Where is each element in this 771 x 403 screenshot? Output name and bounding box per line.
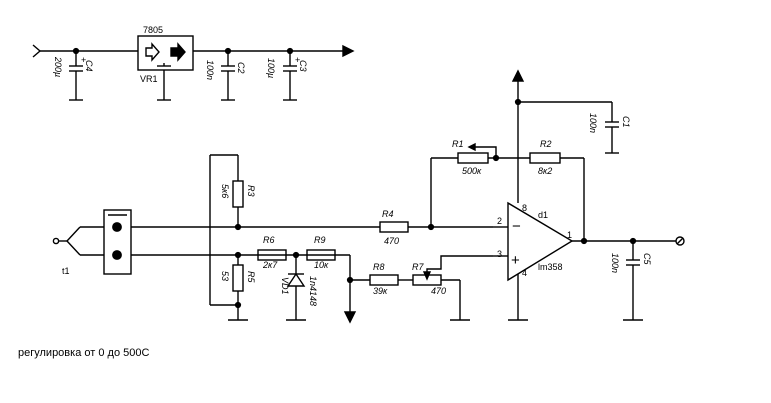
power-rail bbox=[32, 44, 355, 58]
divider-output bbox=[343, 255, 357, 324]
svg-text:+: + bbox=[295, 55, 300, 65]
c5-ref: C5 bbox=[642, 253, 652, 265]
c3-ref: C3 bbox=[298, 60, 308, 72]
r3-ref: R3 bbox=[246, 185, 256, 197]
opamp-supply: C1 100n bbox=[511, 69, 631, 203]
opamp-pin-gnd: 4 bbox=[522, 268, 527, 278]
r1-value: 500к bbox=[462, 166, 482, 176]
svg-text:+: + bbox=[511, 252, 520, 269]
capacitor-c2: C2 100n bbox=[205, 47, 246, 101]
c5-value: 100n bbox=[610, 253, 620, 273]
caption-text: регулировка от 0 до 500С bbox=[18, 347, 150, 359]
r2-ref: R2 bbox=[540, 139, 552, 149]
c3-value: 100µ bbox=[266, 58, 276, 78]
c1-ref: C1 bbox=[621, 116, 631, 128]
capacitor-c3: + C3 100µ bbox=[266, 47, 308, 101]
regulator-ref: VR1 bbox=[140, 74, 158, 84]
r4-ref: R4 bbox=[382, 209, 394, 219]
opamp-d1: − + d1 lm358 8 2 3 1 4 bbox=[493, 201, 574, 321]
terminal-block bbox=[103, 209, 132, 275]
opamp-pin-vcc: 8 bbox=[522, 203, 527, 213]
svg-text:+: + bbox=[81, 55, 86, 65]
opamp-pin-plus: 3 bbox=[497, 249, 502, 259]
divider-r6-r9: R6 2к7 R9 10к bbox=[257, 235, 336, 270]
c4-value: 200µ bbox=[53, 56, 63, 77]
r3-value: 5к6 bbox=[220, 184, 230, 198]
r6-value: 2к7 bbox=[262, 260, 278, 270]
regulator-vr1: 7805 VR1 bbox=[137, 25, 194, 101]
bridge-r3-r5: R3 5к6 R5 53 bbox=[131, 154, 380, 321]
r5-ref: R5 bbox=[246, 271, 256, 283]
c1-value: 100n bbox=[588, 113, 598, 133]
vd1-ref: VD1 bbox=[280, 277, 290, 295]
thermocouple-ref: t1 bbox=[62, 266, 70, 276]
r8-ref: R8 bbox=[373, 262, 385, 272]
minus-input-network: R4 470 bbox=[379, 209, 493, 246]
vd1-value: 1n4148 bbox=[308, 276, 318, 306]
thermocouple-t1: t1 bbox=[52, 226, 104, 276]
opamp-ref: d1 bbox=[538, 210, 548, 220]
r2-value: 8к2 bbox=[538, 166, 552, 176]
c2-value: 100n bbox=[205, 60, 215, 80]
c2-ref: C2 bbox=[236, 62, 246, 74]
plus-input-network: R8 39к R7 470 bbox=[350, 255, 493, 321]
opamp-part: lm358 bbox=[538, 262, 563, 272]
r8-value: 39к bbox=[373, 286, 388, 296]
r5-value: 53 bbox=[220, 271, 230, 281]
r4-value: 470 bbox=[384, 236, 399, 246]
output-stage: C5 100n bbox=[572, 236, 685, 321]
diode-vd1: VD1 1n4148 bbox=[280, 255, 318, 321]
svg-text:−: − bbox=[512, 218, 521, 235]
r1-ref: R1 bbox=[452, 139, 464, 149]
capacitor-c4: + C4 200µ bbox=[53, 47, 94, 101]
feedback-network: R1 500к R2 8к2 bbox=[430, 139, 585, 241]
regulator-part: 7805 bbox=[143, 25, 163, 35]
r7-value: 470 bbox=[431, 286, 446, 296]
c4-ref: C4 bbox=[84, 60, 94, 72]
opamp-pin-out: 1 bbox=[567, 230, 572, 240]
r7-ref: R7 bbox=[412, 262, 424, 272]
r6-ref: R6 bbox=[263, 235, 275, 245]
opamp-pin-minus: 2 bbox=[497, 216, 502, 226]
r9-value: 10к bbox=[314, 260, 329, 270]
r9-ref: R9 bbox=[314, 235, 326, 245]
